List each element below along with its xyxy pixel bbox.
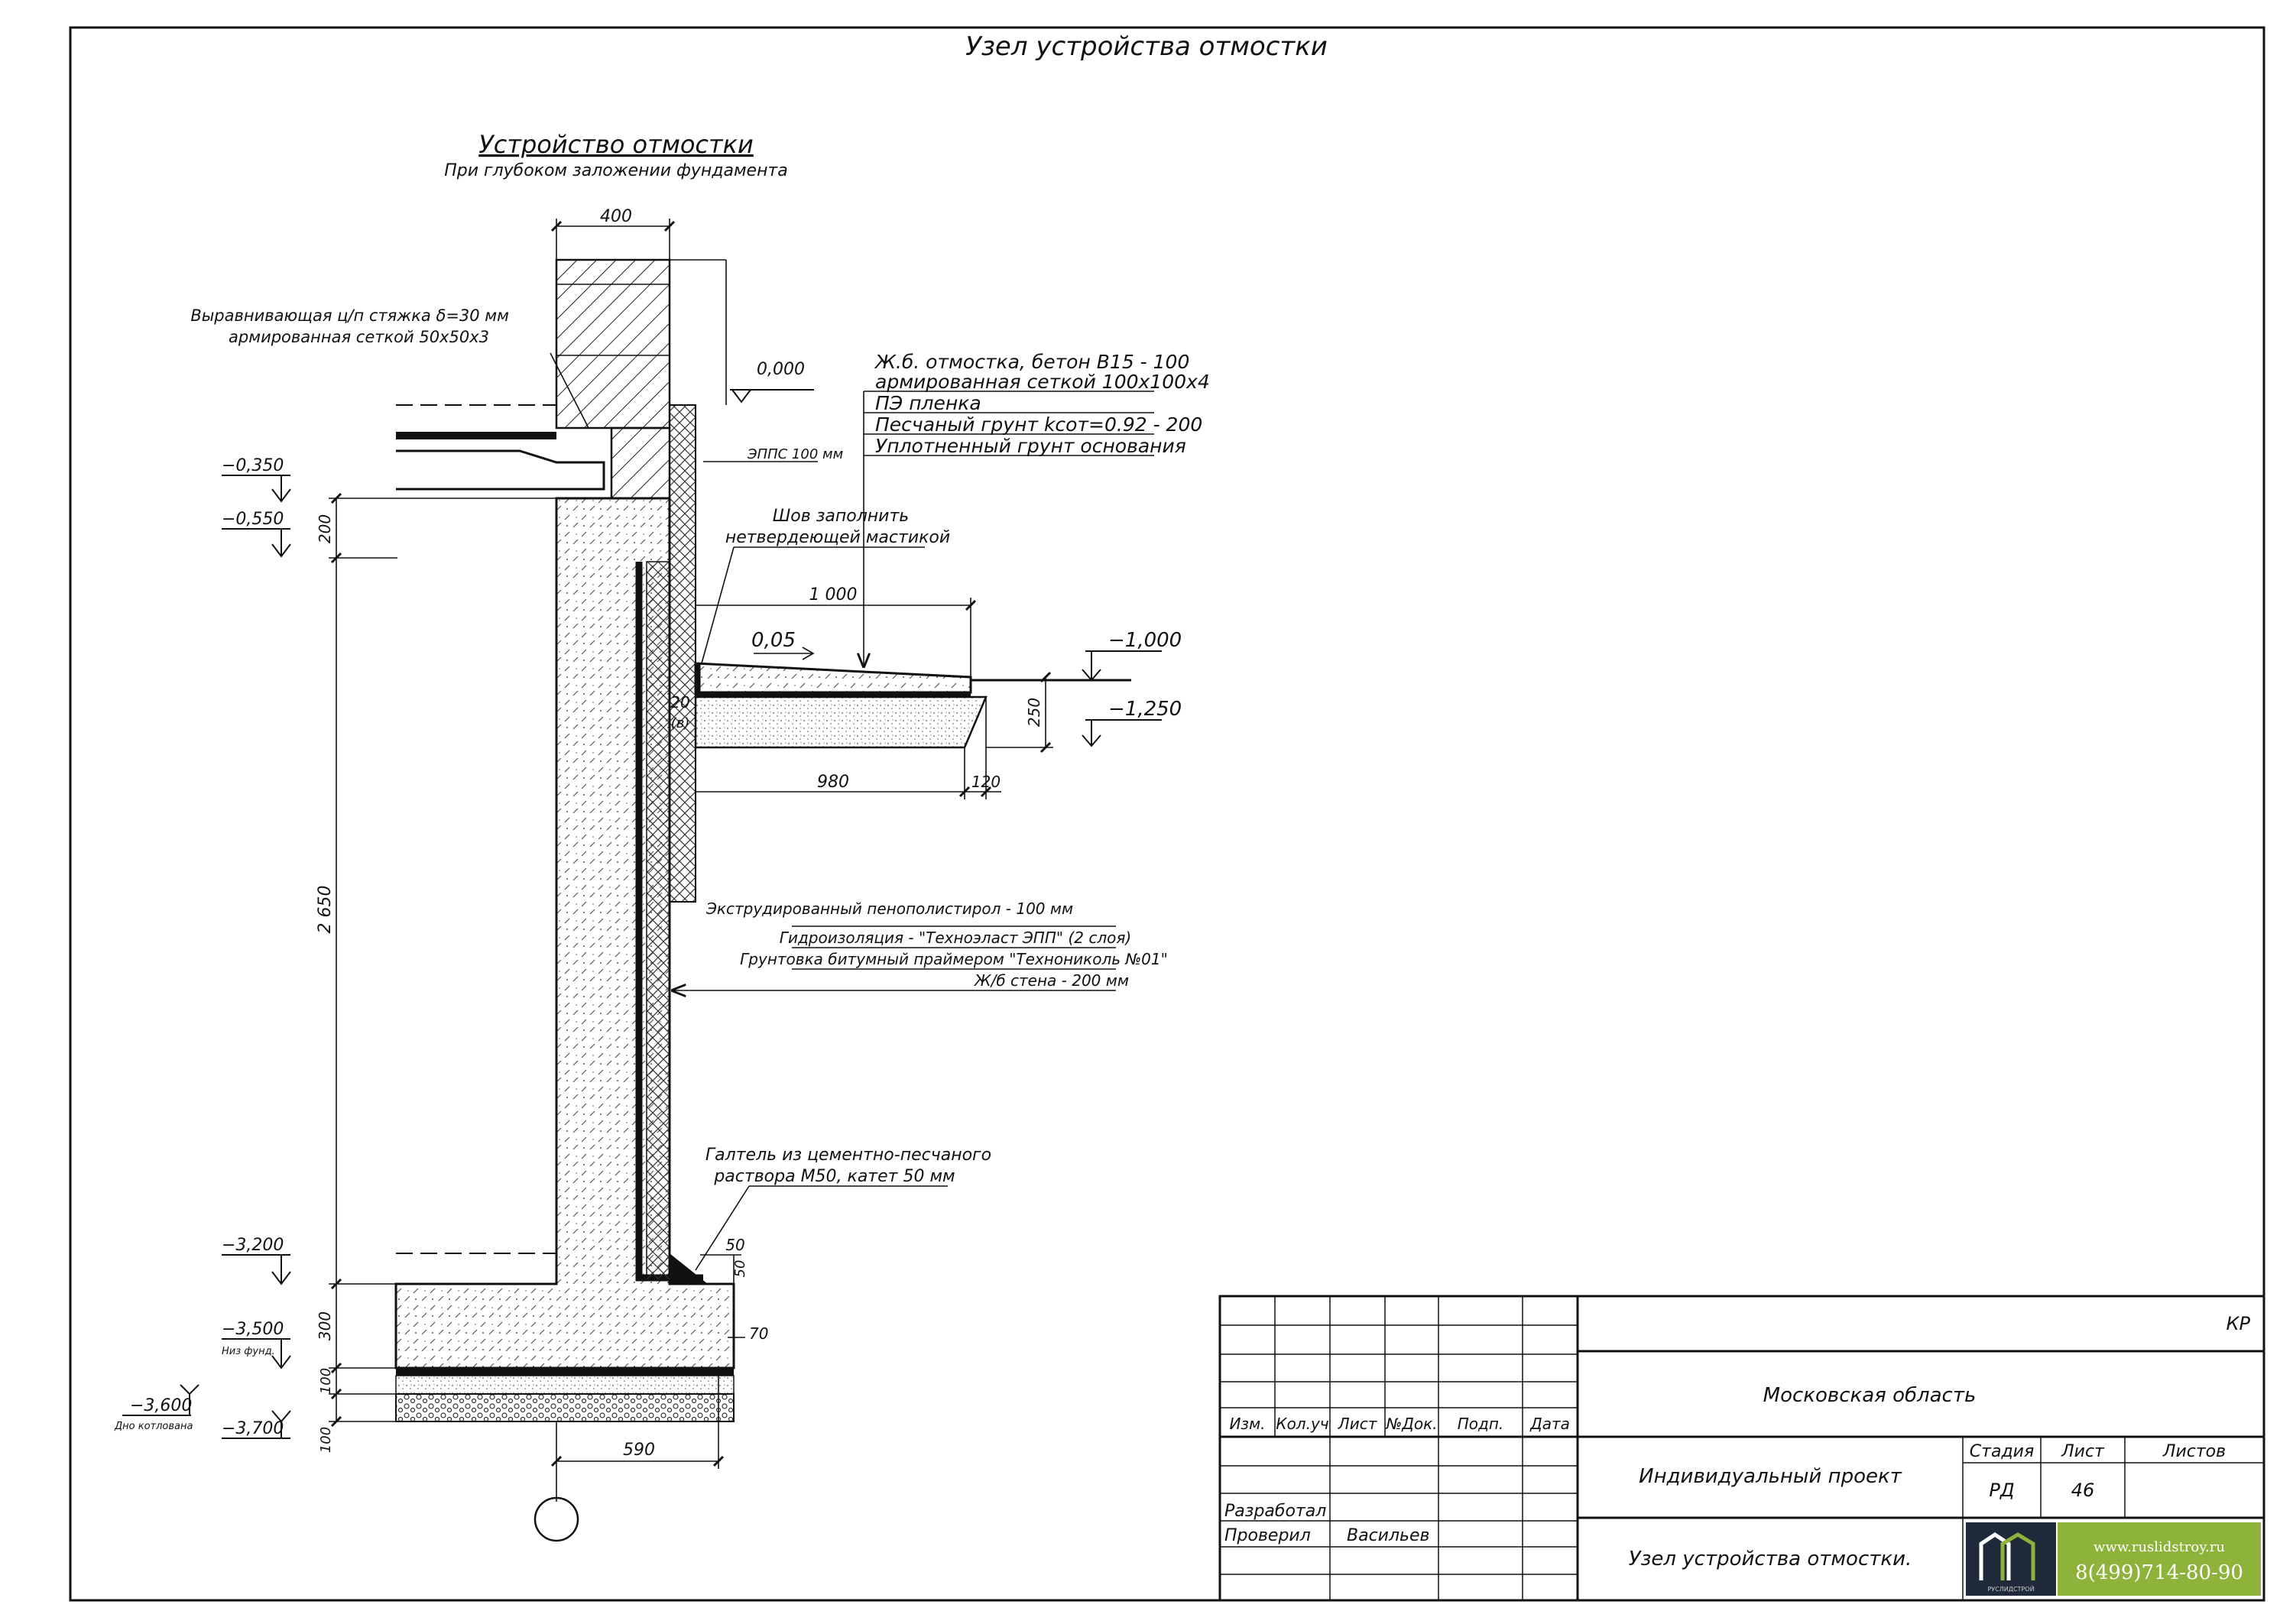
level-1250: −1,250	[1108, 698, 1182, 721]
tb-region: Московская область	[1763, 1384, 1977, 1407]
plinth-block	[610, 426, 671, 500]
dim-50h: 50	[732, 1260, 748, 1278]
detail-subtitle: При глубоком заложении фундамента	[444, 161, 788, 180]
callout-fillet-2: раствора М50, катет 50 мм	[713, 1167, 955, 1186]
epps-below-grade	[646, 561, 670, 1281]
house-icon	[1979, 1532, 2011, 1580]
epps-insulation	[669, 404, 696, 903]
blind-concrete	[694, 662, 972, 694]
tb-code: КР	[2226, 1313, 2250, 1334]
tb-sheets-label: Листов	[2162, 1442, 2226, 1461]
level-marks	[122, 389, 1162, 1439]
dim-980: 980	[817, 773, 849, 792]
dim-250: 250	[1025, 698, 1043, 727]
dim-100a: 100	[318, 1368, 334, 1394]
leaders	[550, 352, 1154, 1271]
tb-stage: РД	[1989, 1480, 2014, 1501]
tb-header-ndok: №Док.	[1385, 1415, 1437, 1433]
dim-20: 20	[670, 693, 689, 712]
level-3200: −3,200	[222, 1236, 284, 1255]
detail-title: Устройство отмостки	[478, 130, 754, 159]
level-0350: −0,350	[222, 456, 284, 475]
callout-screed-2: армированная сеткой 50х50х3	[229, 328, 489, 346]
callout-epps: ЭППС 100 мм	[747, 446, 843, 462]
concrete-prep	[395, 1375, 735, 1395]
blind-layer-1: Ж.б. отмостка, бетон В15 - 100	[874, 351, 1189, 373]
dim-1000: 1 000	[809, 585, 858, 605]
dim-50w: 50	[725, 1236, 744, 1254]
callout-fillet-1: Галтель из цементно-песчаного	[705, 1146, 991, 1165]
tb-sheet-no: 46	[2071, 1480, 2095, 1501]
level-1000: −1,000	[1108, 629, 1182, 652]
blind-layer-4: Песчаный грунт kсот=0.92 - 200	[875, 413, 1202, 436]
tb-sheet-label: Лист	[2061, 1442, 2105, 1461]
dim-wall-width: 400	[600, 207, 632, 226]
callout-seam-1: Шов заполнить	[773, 507, 910, 526]
blind-sand	[694, 695, 988, 749]
level-3600: −3,600	[130, 1396, 192, 1415]
logo-contacts-bg	[2058, 1522, 2261, 1596]
level-0000: 0,000	[757, 360, 805, 379]
tb-checked-label: Проверил	[1224, 1526, 1311, 1545]
dim-b: (в)	[671, 715, 690, 731]
dim-200: 200	[316, 514, 334, 543]
sheet-title: Узел устройства отмостки	[965, 31, 1328, 62]
tb-header-data: Дата	[1529, 1415, 1570, 1433]
wall-layer-1: Экструдированный пенополистирол - 100 мм	[705, 900, 1073, 918]
sheet-frame	[69, 26, 2265, 1602]
callout-seam-2: нетвердеющей мастикой	[725, 528, 950, 547]
callout-screed-1: Выравнивающая ц/п стяжка δ=30 мм	[190, 306, 509, 325]
tb-header-izm: Изм.	[1229, 1415, 1265, 1433]
level-3600-note: Дно котлована	[114, 1421, 193, 1432]
labels: 400 Выравнивающая ц/п стяжка δ=30 мм арм…	[114, 207, 1210, 1460]
structure	[394, 258, 735, 1422]
tb-sheet-name: Узел устройства отмостки.	[1629, 1548, 1912, 1571]
tb-header-podp: Подп.	[1458, 1415, 1504, 1433]
wall-layer-3: Грунтовка битумный праймером "Техноникол…	[740, 950, 1168, 968]
base-membrane	[396, 1368, 734, 1376]
level-3500-note: Низ фунд.	[222, 1346, 275, 1357]
tb-stage-label: Стадия	[1970, 1442, 2034, 1461]
tb-header-list: Лист	[1338, 1415, 1378, 1433]
dimension-lines	[329, 219, 1053, 1542]
tb-developed-label: Разработал	[1224, 1502, 1326, 1521]
logo-phone: 8(499)714-80-90	[2075, 1561, 2243, 1584]
title-block: Изм. Кол.уч Лист №Док. Подп. Дата Разраб…	[1218, 1295, 2265, 1602]
gravel-bed	[395, 1393, 735, 1422]
tb-checked-name: Васильев	[1347, 1526, 1430, 1545]
level-3700: −3,700	[222, 1419, 284, 1438]
brick-wall	[555, 258, 671, 430]
wall-layer-2: Гидроизоляция - "Техноэласт ЭПП" (2 слоя…	[780, 929, 1131, 947]
logo-site: www.ruslidstroy.ru	[2094, 1539, 2225, 1555]
blind-area	[694, 662, 1131, 749]
level-3500: −3,500	[222, 1320, 284, 1339]
logo-caption: РУСЛИДСТРОЙ	[1987, 1584, 2034, 1593]
blind-layer-5: Уплотненный грунт основания	[875, 435, 1186, 457]
dim-590: 590	[623, 1441, 655, 1460]
fillet	[670, 1253, 708, 1284]
house-icon-green	[2000, 1532, 2035, 1580]
tb-project: Индивидуальный проект	[1639, 1465, 1902, 1488]
dim-300: 300	[316, 1311, 334, 1340]
dim-120: 120	[971, 773, 1001, 791]
company-logo: РУСЛИДСТРОЙ www.ruslidstroy.ru 8(499)714…	[1966, 1522, 2261, 1596]
level-0550: −0,550	[222, 510, 284, 529]
tb-header-kol: Кол.уч	[1276, 1415, 1328, 1433]
blind-layer-2: армированная сеткой 100х100х4	[875, 371, 1210, 393]
blind-layer-3: ПЭ пленка	[875, 392, 981, 414]
dim-70: 70	[749, 1324, 768, 1343]
dim-100b: 100	[318, 1427, 334, 1453]
wall-layer-4: Ж/б стена - 200 мм	[973, 971, 1129, 990]
dim-2650: 2 650	[316, 886, 335, 934]
dim-slope: 0,05	[751, 629, 796, 652]
